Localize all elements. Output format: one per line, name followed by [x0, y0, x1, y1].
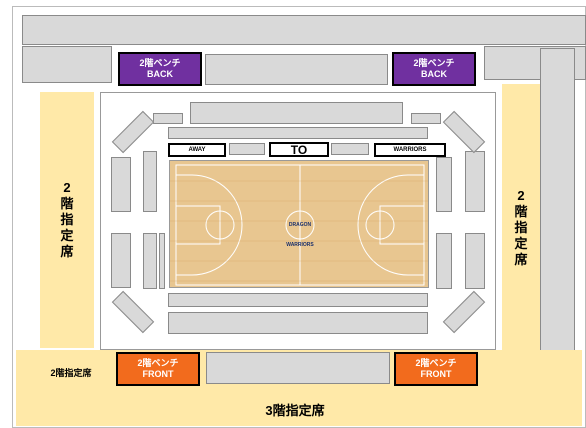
floor-left-upper-outer[interactable]: [111, 157, 131, 212]
bench-front-right-line1: 2階ベンチ: [415, 358, 457, 368]
floor-bottom-row-1[interactable]: [168, 293, 428, 307]
right-reserved-char-4: 席: [514, 252, 528, 267]
floor-top-right-small[interactable]: [411, 113, 441, 124]
center-logo-text: DRAGON WARRIORS: [286, 222, 314, 248]
right-2f-reserved-section[interactable]: 2 階 指 定 席: [502, 84, 540, 350]
third-floor-top-left-block[interactable]: [22, 46, 112, 83]
floor-right-upper-outer[interactable]: [465, 151, 485, 212]
floor-top-back-block[interactable]: [190, 102, 403, 124]
third-floor-top-center-block[interactable]: [205, 54, 388, 85]
floor-right-lower-inner[interactable]: [436, 233, 452, 289]
table-officials[interactable]: TO: [269, 142, 329, 157]
left-reserved-char-1: 階: [60, 196, 74, 211]
right-reserved-char-0: 2: [517, 188, 525, 203]
left-reserved-char-0: 2: [63, 180, 71, 195]
right-reserved-char-1: 階: [514, 204, 528, 219]
scorer-table-right[interactable]: [331, 143, 369, 155]
left-2f-reserved-label: 2 階 指 定 席: [40, 180, 94, 260]
left-reserved-char-3: 定: [60, 228, 74, 243]
floor-bottom-row-2[interactable]: [168, 312, 428, 334]
third-floor-right-column[interactable]: [540, 48, 575, 386]
third-floor-reserved-text: 3階指定席: [265, 403, 325, 418]
to-label: TO: [290, 142, 308, 157]
away-bench[interactable]: AWAY: [168, 143, 226, 157]
right-2f-reserved-label: 2 階 指 定 席: [502, 188, 540, 268]
floor-left-lower-inner[interactable]: [143, 233, 157, 289]
floor-left-lower-outer[interactable]: [111, 233, 131, 288]
right-reserved-char-3: 定: [514, 236, 528, 251]
home-label: WARRIORS: [393, 147, 427, 153]
bench-front-left[interactable]: 2階ベンチ FRONT: [116, 352, 200, 386]
basketball-court: DRAGON WARRIORS: [169, 160, 429, 288]
floor-left-upper-inner[interactable]: [143, 151, 157, 212]
court-lines: [170, 164, 428, 286]
left-reserved-char-4: 席: [60, 244, 74, 259]
bench-back-right-line2: BACK: [421, 69, 447, 79]
floor-right-upper-inner[interactable]: [436, 157, 452, 212]
away-label: AWAY: [188, 147, 206, 153]
bench-back-right-line1: 2階ベンチ: [413, 58, 455, 68]
left-2f-reserved-section[interactable]: 2 階 指 定 席: [40, 92, 94, 348]
bench-front-left-line1: 2階ベンチ: [137, 358, 179, 368]
left-reserved-char-2: 指: [60, 212, 74, 227]
third-floor-reserved-label: 3階指定席: [230, 400, 360, 419]
bench-front-right[interactable]: 2階ベンチ FRONT: [394, 352, 478, 386]
bench-back-left-line2: BACK: [147, 69, 173, 79]
scorer-table-left[interactable]: [229, 143, 265, 155]
center-logo: DRAGON WARRIORS: [276, 215, 324, 248]
floor-top-left-small[interactable]: [153, 113, 183, 124]
bench-front-right-line2: FRONT: [420, 369, 452, 379]
floor-right-lower-outer[interactable]: [465, 233, 485, 289]
right-reserved-char-2: 指: [514, 220, 528, 235]
floor-left-lower-pillar[interactable]: [159, 233, 165, 289]
bench-back-left[interactable]: 2階ベンチ BACK: [118, 52, 202, 86]
bottom-left-reserved-text: 2階指定席: [50, 368, 92, 378]
floor-top-row[interactable]: [168, 127, 428, 139]
bottom-left-reserved-label: 2階指定席: [38, 366, 104, 379]
third-floor-top-block[interactable]: [22, 15, 586, 45]
home-bench[interactable]: WARRIORS: [374, 143, 446, 157]
bottom-center-block[interactable]: [206, 352, 390, 384]
bench-back-right[interactable]: 2階ベンチ BACK: [392, 52, 476, 86]
bench-back-left-line1: 2階ベンチ: [139, 58, 181, 68]
bench-front-left-line2: FRONT: [142, 369, 174, 379]
